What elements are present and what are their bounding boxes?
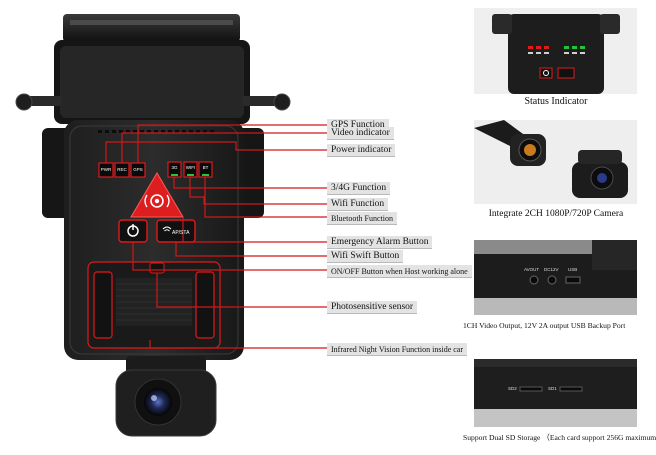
callout-onoff: ON/OFF Button when Host working alone — [327, 265, 472, 278]
sd2-label: SD2 — [508, 386, 517, 391]
callout-alarm: Emergency Alarm Button — [327, 236, 433, 249]
status-indicator-image — [492, 14, 620, 94]
sd-storage-image — [474, 359, 637, 427]
camera-photo — [474, 120, 637, 204]
port-usb-label: USB — [568, 267, 578, 272]
callout-infrared: Infrared Night Vision Function inside ca… — [327, 343, 468, 356]
sd1-label: SD1 — [548, 386, 557, 391]
status-indicator-photo — [474, 8, 637, 94]
callout-power: Power indicator — [327, 144, 396, 157]
ports-image — [474, 240, 637, 315]
status-indicator-caption: Status Indicator — [524, 96, 588, 107]
led-bt-label: BT — [202, 165, 209, 170]
camera-image — [474, 120, 628, 198]
ports-photo: AVOUT DC12V USB — [474, 240, 637, 315]
led-rec-label: REC — [117, 167, 127, 172]
sd-storage-photo: SD2 SD1 — [474, 359, 637, 427]
port-dc12v-label: DC12V — [544, 267, 559, 272]
ports-caption: 1CH Video Output, 12V 2A output USB Back… — [463, 321, 626, 330]
led-pwr-label: PWR — [100, 167, 112, 172]
callout-video: Video indicator — [327, 127, 394, 140]
camera-caption: Integrate 2CH 1080P/720P Camera — [488, 209, 624, 219]
ap-sta-label: AP/STA — [172, 230, 190, 236]
callout-bluetooth: Bluetooth Function — [327, 212, 397, 225]
led-wifi-label: WIFI — [185, 165, 196, 170]
led-gps-label: GPS — [133, 167, 143, 172]
sd-storage-caption: Support Dual SD Storage （Each card suppo… — [463, 433, 656, 442]
callout-photosensitive: Photosensitive sensor — [327, 301, 418, 314]
led-3g-label: 3G — [171, 165, 178, 170]
callout-wifi-swift: Wifi Swift Button — [327, 250, 404, 263]
callout-3g: 3/4G Function — [327, 182, 391, 195]
port-avout-label: AVOUT — [524, 267, 540, 272]
callout-wifi: Wifi Function — [327, 198, 389, 211]
